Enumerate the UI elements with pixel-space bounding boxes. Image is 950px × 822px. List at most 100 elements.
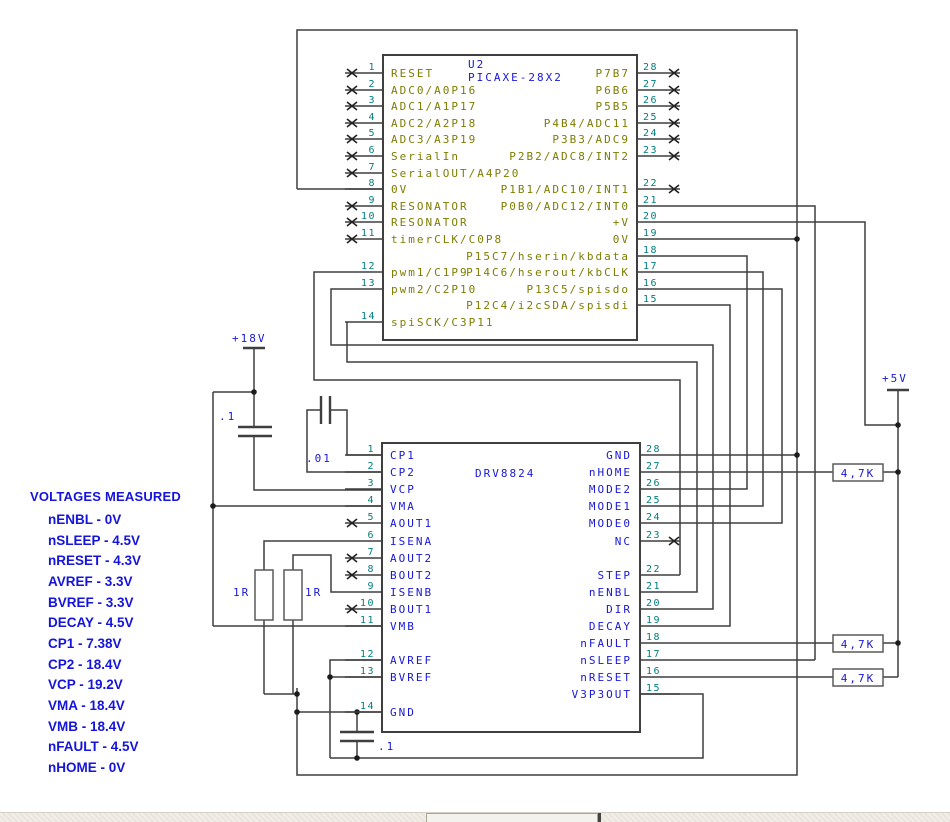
pin-label: P14C6/hserout/kbCLK <box>466 266 630 279</box>
wire <box>263 540 345 570</box>
pin-number: 28 <box>643 62 658 73</box>
voltage-item: VMB - 18.4V <box>48 719 125 734</box>
pin-number: 18 <box>643 245 658 256</box>
pin-label: RESONATOR <box>391 216 469 229</box>
pin-label: P6B6 <box>596 84 631 97</box>
pin-number: 20 <box>643 211 658 222</box>
pin-label: AOUT2 <box>390 552 433 565</box>
pin-label: P13C5/spisdo <box>527 283 630 296</box>
voltage-item: VCP - 19.2V <box>48 677 123 692</box>
pin-label: CP1 <box>390 449 416 462</box>
pin-label: GND <box>606 449 632 462</box>
pin-number: 7 <box>367 547 375 558</box>
scrollbar-track[interactable] <box>0 812 950 822</box>
pin-number: 25 <box>643 112 658 123</box>
no-connect-x-icon <box>668 134 680 144</box>
pin-number: 17 <box>646 649 661 660</box>
pin-label: 0V <box>391 183 408 196</box>
voltage-item: AVREF - 3.3V <box>48 574 133 589</box>
pin-number: 17 <box>643 261 658 272</box>
pin-number: 2 <box>368 79 376 90</box>
no-connect-x-icon <box>346 217 358 227</box>
pin-label: P12C4/i2cSDA/spisdi <box>466 299 630 312</box>
pin-number: 4 <box>367 495 375 506</box>
no-connect-x-icon <box>346 518 358 528</box>
voltages-title: VOLTAGES MEASURED <box>30 489 181 504</box>
voltage-item: nHOME - 0V <box>48 760 125 775</box>
wire <box>346 322 698 593</box>
resistor-value-4k7-3: 4,7K <box>841 672 876 685</box>
resistor-value-1r-b: 1R <box>305 586 322 599</box>
voltage-item: CP1 - 7.38V <box>48 636 122 651</box>
pin-number: 18 <box>646 632 661 643</box>
pin-number: 11 <box>360 615 375 626</box>
pin-number: 2 <box>367 461 375 472</box>
pin-label: ADC3/A3P19 <box>391 133 477 146</box>
no-connect-x-icon <box>346 68 358 78</box>
pin-label: nRESET <box>580 671 632 684</box>
pin-label: VCP <box>390 483 416 496</box>
pin-number: 11 <box>361 228 376 239</box>
pin-number: 19 <box>643 228 658 239</box>
pin-label: CP2 <box>390 466 416 479</box>
pin-number: 8 <box>368 178 376 189</box>
voltage-item: BVREF - 3.3V <box>48 595 134 610</box>
pin-label: VMB <box>390 620 416 633</box>
resistor-1r-b <box>283 569 303 621</box>
pin-number: 6 <box>368 145 376 156</box>
no-connect-x-icon <box>346 553 358 563</box>
pin-label: RESONATOR <box>391 200 469 213</box>
pin-number: 13 <box>361 278 376 289</box>
no-connect-x-icon <box>346 234 358 244</box>
junction-dot <box>210 503 216 509</box>
resistor-value-4k7-2: 4,7K <box>841 638 876 651</box>
wire <box>680 205 816 660</box>
no-connect-x-icon <box>346 570 358 580</box>
pin-number: 24 <box>643 128 658 139</box>
scrollbar-thumb[interactable] <box>426 813 598 822</box>
pin-label: ISENB <box>390 586 433 599</box>
pin-label: P5B5 <box>596 100 631 113</box>
scrollbar-tick <box>598 813 601 822</box>
pin-number: 1 <box>367 444 375 455</box>
voltage-item: nFAULT - 4.5V <box>48 739 139 754</box>
u2-refdes: U2 <box>468 58 485 71</box>
pin-number: 9 <box>368 195 376 206</box>
resistor-4k7-3 <box>832 668 884 687</box>
pin-number: 12 <box>361 261 376 272</box>
resistor-value-4k7-1: 4,7K <box>841 467 876 480</box>
no-connect-x-icon <box>346 134 358 144</box>
cap-value-cp: .01 <box>306 452 332 465</box>
drv8824-box <box>381 442 641 733</box>
pin-label: timerCLK/C0P8 <box>391 233 503 246</box>
no-connect-x-icon <box>668 101 680 111</box>
wire <box>680 288 783 524</box>
label-layer: U2 PICAXE-28X2 DRV8824 +18V +5V .1 .01 .… <box>30 58 906 753</box>
cap-value-top: .1 <box>219 410 236 423</box>
pin-number: 26 <box>643 95 658 106</box>
junction-dot <box>895 640 901 646</box>
pin-number: 8 <box>367 564 375 575</box>
no-connect-x-icon <box>346 604 358 614</box>
no-connect-x-icon <box>346 118 358 128</box>
pin-label: ADC2/A2P18 <box>391 117 477 130</box>
junction-dot <box>895 469 901 475</box>
pin-label: STEP <box>598 569 633 582</box>
junction-dot <box>327 674 333 680</box>
pin-label: AVREF <box>390 654 433 667</box>
no-connect-x-icon <box>346 201 358 211</box>
cap-value-bottom: .1 <box>378 740 395 753</box>
pin-label: VMA <box>390 500 416 513</box>
pin-label: ISENA <box>390 535 433 548</box>
pin-label: spiSCK/C3P11 <box>391 316 494 329</box>
wire <box>680 304 731 627</box>
pin-number: 5 <box>367 512 375 523</box>
no-connect-x-icon <box>668 151 680 161</box>
pin-number: 19 <box>646 615 661 626</box>
junction-dot <box>251 389 257 395</box>
no-connect-x-icon <box>668 68 680 78</box>
pin-number: 5 <box>368 128 376 139</box>
pin-number: 23 <box>643 145 658 156</box>
voltage-item: nENBL - 0V <box>48 512 121 527</box>
